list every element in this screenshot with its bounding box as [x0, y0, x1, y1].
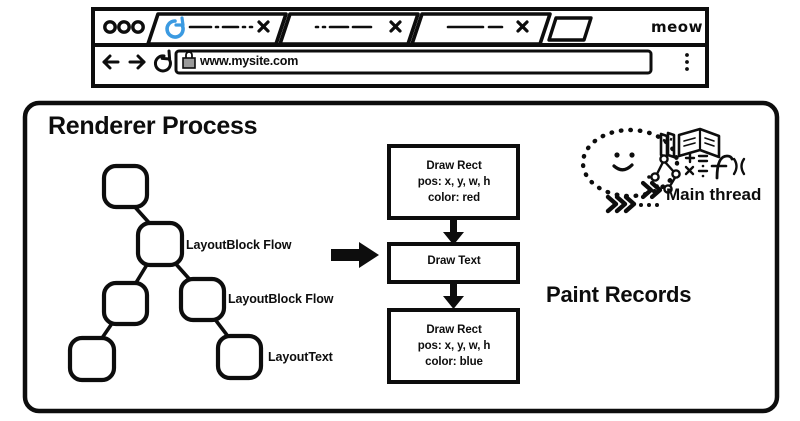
url-field[interactable] — [174, 49, 653, 75]
tree-node-n5 — [215, 333, 264, 381]
window-control-dot-2[interactable] — [117, 20, 131, 34]
window-controls[interactable] — [103, 20, 145, 34]
new-tab-parallelogram-icon[interactable] — [547, 16, 593, 42]
paint-record-text-pr0: Draw Rect pos: x, y, w, h color: red — [390, 158, 518, 206]
url-text[interactable]: www.mysite.com — [200, 54, 299, 68]
browser-tab-1[interactable] — [278, 12, 420, 46]
browser-toolbar — [102, 49, 689, 75]
tab-2-shape[interactable] — [410, 12, 552, 46]
tree-node-n1 — [135, 220, 185, 268]
browser-tab-0[interactable] — [146, 12, 288, 46]
function-fx-icon — [710, 154, 746, 180]
reload-icon[interactable] — [153, 49, 172, 73]
tree-node-n3 — [178, 276, 227, 323]
paint-records-flow — [387, 144, 520, 384]
paint-record-line: color: blue — [425, 356, 483, 368]
tab-1-close-icon[interactable] — [389, 20, 402, 33]
math-symbols-icon — [684, 152, 709, 178]
paint-record-line: Draw Rect — [426, 324, 482, 336]
back-arrow-icon[interactable] — [102, 54, 120, 70]
paint-record-line: pos: x, y, w, h — [417, 176, 491, 188]
main-thread-illustration — [580, 127, 746, 214]
chevron-motion-icon — [640, 180, 663, 200]
tree-node-n0 — [101, 163, 150, 210]
tree-node-n4 — [67, 335, 117, 383]
layout-tree — [67, 163, 264, 383]
paint-record-line: Draw Rect — [426, 160, 482, 172]
tree-node-n2 — [101, 280, 150, 327]
down-arrow-icon-1 — [443, 218, 464, 245]
layout-tree-nodes — [67, 163, 264, 383]
tree-node-label-layoutblock-flow-2: LayoutBlock Flow — [228, 292, 334, 306]
paint-records-title: Paint Records — [546, 282, 692, 307]
right-arrow-icon — [331, 242, 379, 268]
page-title: Renderer Process — [48, 112, 258, 140]
tab-2-close-icon[interactable] — [516, 20, 529, 33]
dotted-face-icon — [580, 127, 680, 199]
main-thread-label: Main thread — [666, 185, 762, 204]
browser-window — [91, 7, 709, 88]
padlock-icon — [182, 51, 196, 69]
tab-1-shape[interactable] — [278, 12, 420, 46]
forward-arrow-icon[interactable] — [128, 54, 146, 70]
window-control-dot-3[interactable] — [131, 20, 145, 34]
dot-trail — [639, 175, 659, 207]
down-arrow-icon-2 — [443, 282, 464, 309]
tree-node-label-layoutblock-flow-1: LayoutBlock Flow — [186, 238, 292, 252]
open-book-icon — [677, 127, 721, 159]
paint-record-box-pr0 — [387, 144, 520, 220]
tree-node-label-layouttext: LayoutText — [268, 350, 333, 364]
browser-tab-2[interactable] — [410, 12, 552, 46]
three-dot-menu-icon[interactable] — [685, 53, 689, 71]
paint-record-text-pr2: Draw Rect pos: x, y, w, h color: blue — [390, 322, 518, 370]
chevron-motion-icon-2 — [605, 194, 637, 214]
browser-brand-label: meow — [651, 18, 703, 36]
window-control-dot-1[interactable] — [103, 20, 117, 34]
paint-record-box-pr2 — [387, 308, 520, 384]
node-tree-icon — [650, 154, 681, 194]
paint-record-line: pos: x, y, w, h — [417, 340, 491, 352]
tab-0-close-icon[interactable] — [257, 20, 270, 33]
loading-spinner-icon — [165, 16, 185, 39]
paint-record-line: Draw Text — [427, 255, 481, 267]
paint-record-text-pr1: Draw Text — [390, 253, 518, 269]
paint-record-line: color: red — [427, 192, 481, 204]
